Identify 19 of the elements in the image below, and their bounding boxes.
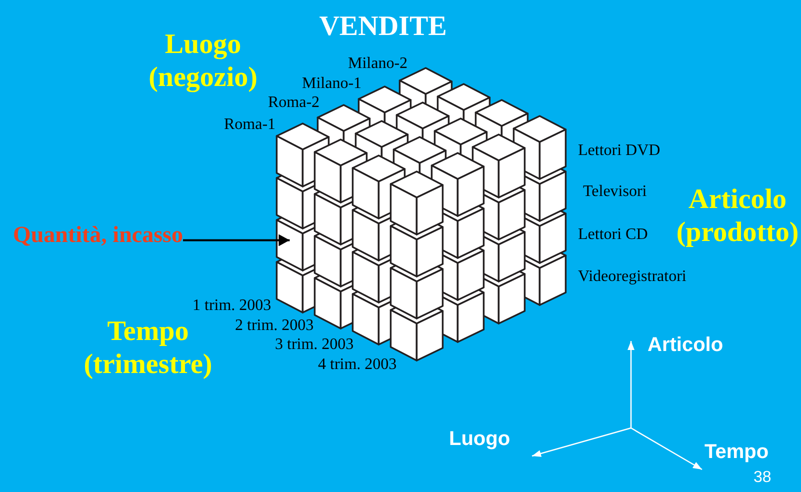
member-label: Roma-2 — [268, 94, 320, 112]
member-label: Lettori CD — [578, 226, 648, 244]
member-label: 1 trim. 2003 — [192, 297, 272, 315]
member-label: Roma-1 — [224, 116, 276, 134]
dimension-heading: Luogo (negozio) — [148, 28, 258, 94]
dimension-heading: Tempo (trimestre) — [82, 314, 214, 380]
page-number: 38 — [754, 468, 772, 486]
member-label: Milano-2 — [348, 54, 408, 72]
member-label: 2 trim. 2003 — [235, 317, 314, 335]
member-label: Videoregistratori — [578, 268, 686, 286]
member-label: Milano-1 — [302, 74, 362, 92]
axis-label: Luogo — [449, 428, 510, 451]
member-label: Lettori DVD — [578, 142, 660, 160]
member-label: Televisori — [583, 183, 647, 201]
dimension-heading: Articolo (prodotto) — [675, 182, 800, 248]
slide-title: VENDITE — [318, 11, 448, 43]
axis-label: Tempo — [704, 441, 769, 464]
member-label: 3 trim. 2003 — [275, 336, 354, 354]
member-label: 4 trim. 2003 — [318, 356, 397, 374]
